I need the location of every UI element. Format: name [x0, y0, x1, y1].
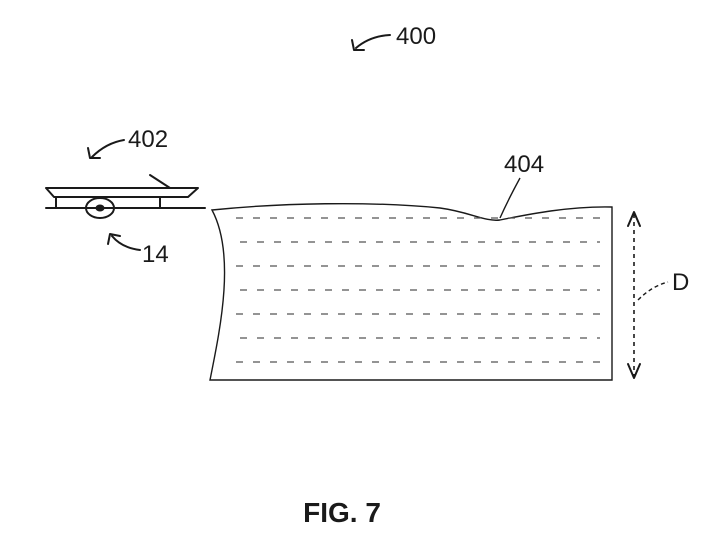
label-404-group: 404	[500, 151, 544, 218]
body-of-water-404	[210, 204, 612, 380]
label-404: 404	[504, 151, 544, 178]
depth-indicator: D	[628, 212, 689, 378]
sensor-lens	[96, 205, 105, 212]
leader-404	[500, 178, 520, 218]
label-402-group: 402	[88, 126, 168, 158]
leader-d	[638, 282, 668, 300]
water-outline	[210, 204, 612, 380]
vehicle-402	[46, 175, 205, 208]
label-d: D	[672, 269, 689, 296]
label-402: 402	[128, 126, 168, 153]
arrowhead-400	[352, 40, 364, 50]
label-14-group: 14	[108, 234, 169, 268]
arrowhead-402	[88, 148, 100, 158]
vehicle-mount	[56, 197, 160, 208]
arrow-14	[112, 236, 140, 250]
vehicle-hull	[46, 188, 198, 197]
figure-caption: FIG. 7	[303, 497, 381, 528]
water-texture-lines	[236, 218, 600, 362]
arrow-402	[92, 140, 124, 157]
label-400-group: 400	[352, 23, 436, 50]
arrow-400	[356, 35, 390, 48]
label-400: 400	[396, 23, 436, 50]
vehicle-mast	[150, 175, 170, 188]
label-14: 14	[142, 241, 169, 268]
